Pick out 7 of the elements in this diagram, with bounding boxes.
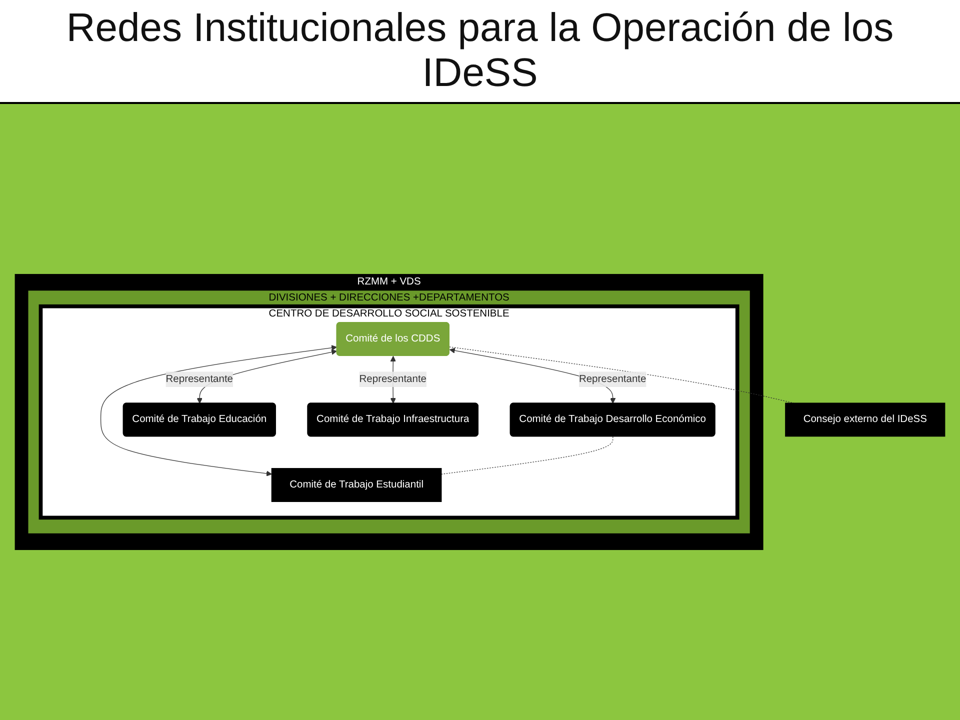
edge-label: Representante	[578, 374, 646, 384]
node-box: Comité de Trabajo Estudiantil	[271, 468, 442, 502]
edge-label: Representante	[166, 374, 233, 384]
node-box: Consejo externo del IDeSS	[785, 402, 946, 437]
connector	[441, 436, 614, 474]
edge-label: Representante	[359, 374, 426, 384]
slide-title: Redes Institucionales para la Operación de los IDeSS	[65, 6, 895, 96]
